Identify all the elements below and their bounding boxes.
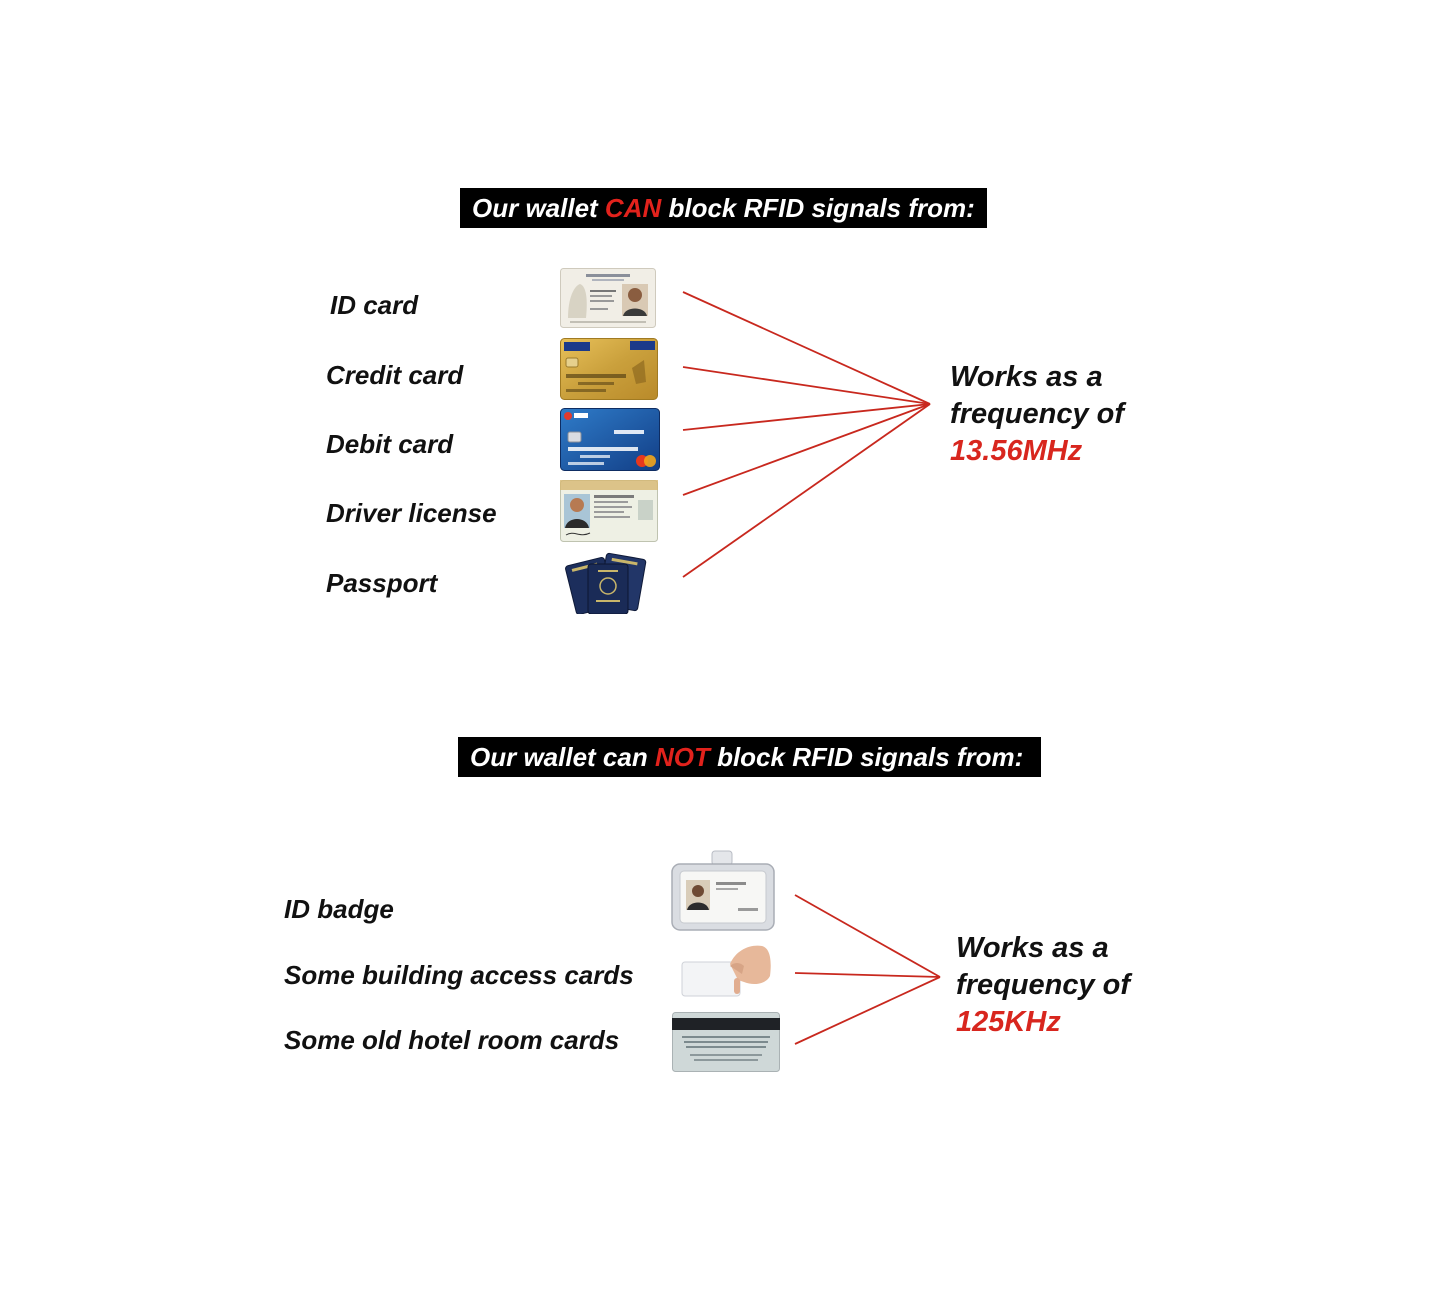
label-id-card: ID card: [330, 290, 419, 320]
can-frequency-text: Works as a frequency of 13.56MHz: [950, 359, 1124, 470]
banner-prefix: Our wallet can: [470, 742, 655, 772]
id-badge-image: [668, 850, 778, 934]
banner-suffix: block RFID signals from:: [709, 742, 1024, 772]
passport-image: [564, 550, 652, 614]
label-passport: Passport: [326, 568, 438, 598]
banner-suffix: block RFID signals from:: [661, 193, 975, 223]
access-card-image: [678, 940, 774, 1000]
banner-highlight-not: NOT: [654, 742, 710, 772]
not-freq-line1: Works as a: [956, 932, 1109, 964]
credit-card-image: [560, 338, 658, 400]
can-block-banner: Our wallet CAN block RFID signals from:: [460, 188, 987, 228]
driver-license-image: [560, 480, 658, 542]
label-credit-card: Credit card: [326, 360, 464, 390]
can-freq-value: 13.56MHz: [950, 435, 1083, 467]
label-hotel-room-cards: Some old hotel room cards: [284, 1025, 620, 1055]
hotel-card-image: [672, 1012, 780, 1072]
label-building-access-cards: Some building access cards: [284, 960, 634, 990]
banner-prefix: Our wallet: [472, 193, 605, 223]
not-frequency-text: Works as a frequency of 125KHz: [956, 930, 1130, 1041]
not-freq-value: 125KHz: [956, 1006, 1061, 1038]
label-debit-card: Debit card: [326, 429, 454, 459]
debit-card-image: [560, 408, 660, 471]
label-driver-license: Driver license: [326, 498, 497, 528]
can-freq-line2: frequency of: [950, 398, 1125, 430]
not-block-banner: Our wallet can NOT block RFID signals fr…: [458, 737, 1042, 777]
label-id-badge: ID badge: [284, 894, 394, 924]
id-card-image: [560, 268, 656, 328]
not-freq-line2: frequency of: [956, 969, 1131, 1001]
banner-highlight-can: CAN: [604, 193, 662, 223]
can-freq-line1: Works as a: [950, 361, 1103, 393]
